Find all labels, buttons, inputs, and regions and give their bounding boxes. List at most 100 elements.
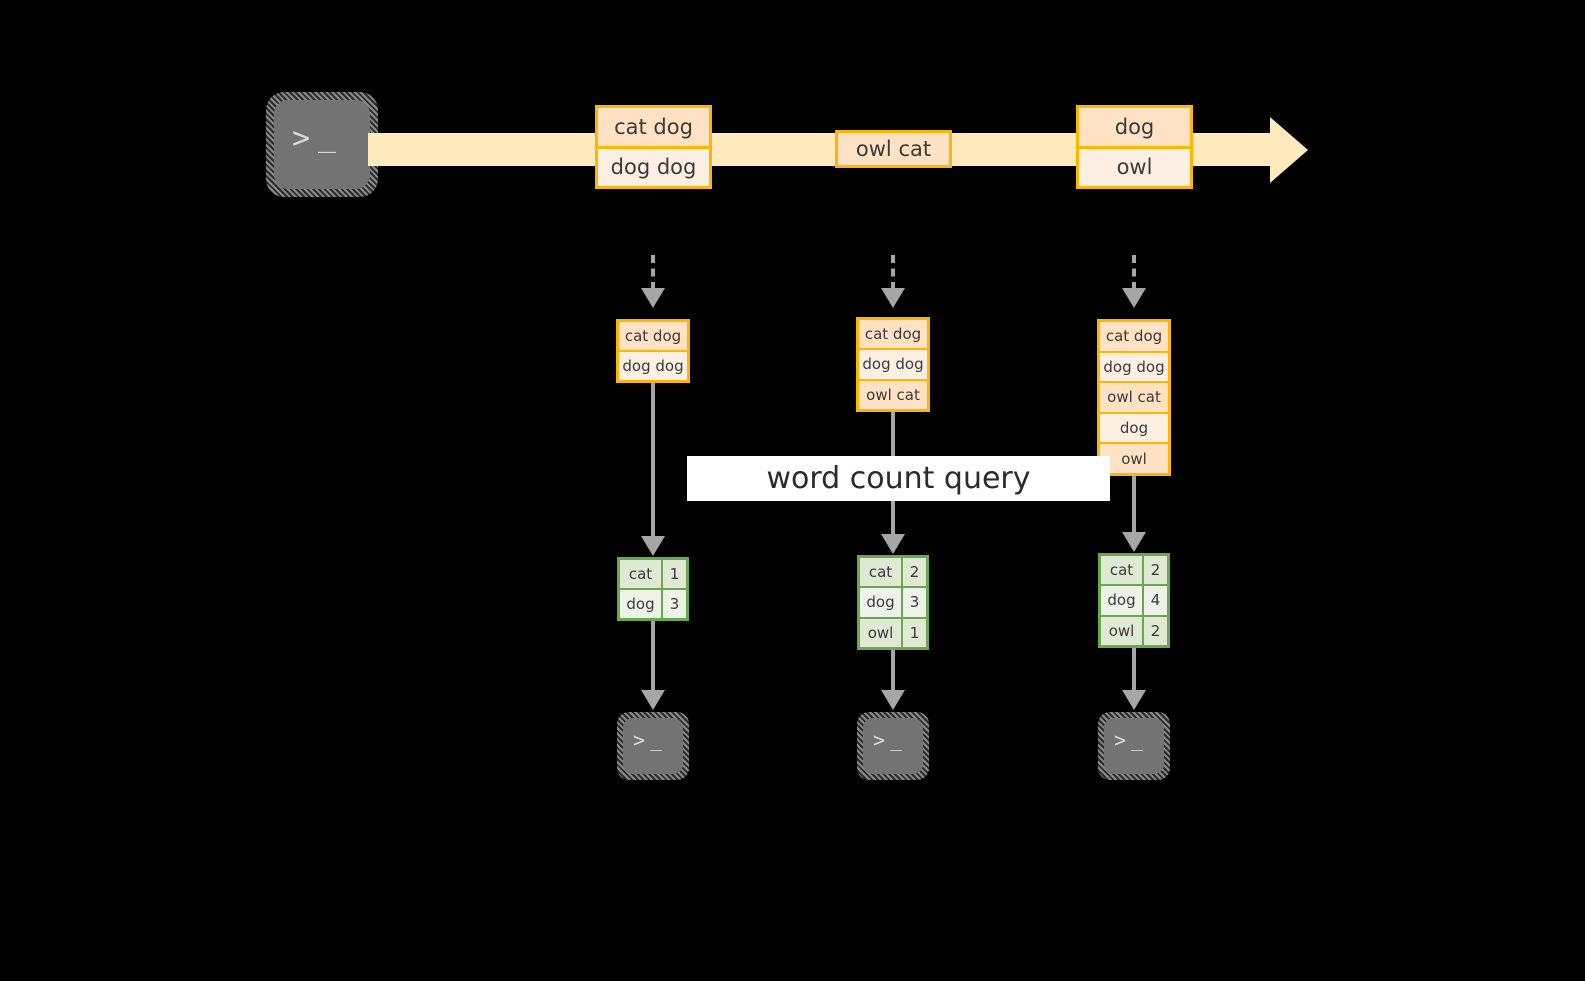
buffer-to-result-arrowhead-icon (881, 534, 905, 554)
query-label-band: word count query (687, 456, 1110, 501)
stream-to-buffer-line-3 (1132, 255, 1136, 290)
result-count: 1 (903, 618, 926, 647)
result-to-sink-arrowhead-icon (1122, 690, 1146, 710)
stream-message-text: owl (1116, 155, 1153, 180)
buffer-table-3[interactable]: cat dog dog dog owl cat dog owl (1097, 319, 1171, 476)
stream-to-buffer-arrowhead-icon (881, 288, 905, 308)
result-word: dog (620, 590, 663, 618)
terminal-cursor-glyph: _ (650, 727, 663, 751)
buffer-row: cat dog (619, 322, 687, 352)
result-word-text: cat (1109, 561, 1134, 580)
query-label-text: word count query (766, 461, 1031, 496)
buffer-to-result-line-1 (651, 383, 655, 538)
stream-arrowhead-icon (1270, 117, 1308, 183)
buffer-row: owl (1100, 444, 1168, 473)
result-count-text: 1 (909, 623, 920, 642)
buffer-to-result-line-3 (1132, 476, 1136, 534)
result-word: cat (860, 558, 903, 587)
result-count-text: 4 (1150, 591, 1161, 610)
result-count: 1 (663, 560, 686, 588)
result-count: 4 (1144, 586, 1167, 615)
stream-message: cat dog (598, 108, 709, 149)
table-row: owl 2 (1101, 616, 1167, 645)
result-word-text: owl (1108, 621, 1135, 640)
terminal-cursor-glyph: _ (318, 119, 337, 154)
buffer-row-text: cat dog (1105, 327, 1163, 346)
buffer-row-text: dog dog (862, 355, 924, 374)
result-word-text: dog (866, 593, 895, 612)
terminal-prompt-glyph: > (873, 728, 886, 752)
buffer-row-text: owl cat (866, 385, 920, 404)
terminal-prompt-glyph: > (1114, 728, 1127, 752)
result-table-2[interactable]: cat 2 dog 3 owl 1 (857, 555, 929, 650)
buffer-row: cat dog (1100, 322, 1168, 353)
buffer-to-result-arrowhead-icon (1122, 532, 1146, 552)
sink-terminal-icon-2[interactable]: > _ (857, 712, 929, 780)
buffer-row-text: dog dog (1103, 357, 1165, 376)
buffer-row: cat dog (859, 320, 927, 351)
result-table-1[interactable]: cat 1 dog 3 (617, 557, 689, 621)
result-word-text: dog (626, 595, 655, 613)
table-row: dog 3 (620, 590, 686, 618)
result-to-sink-arrowhead-icon (881, 690, 905, 710)
buffer-row: owl cat (1100, 383, 1168, 414)
terminal-cursor-glyph: _ (890, 727, 903, 751)
result-word: dog (1101, 586, 1144, 615)
terminal-cursor-glyph: _ (1131, 727, 1144, 751)
sink-terminal-icon-3[interactable]: > _ (1098, 712, 1170, 780)
result-count-text: 3 (669, 595, 680, 613)
buffer-table-1[interactable]: cat dog dog dog (616, 319, 690, 383)
buffer-row-text: dog dog (622, 357, 684, 375)
buffer-row: dog dog (619, 352, 687, 380)
result-to-sink-line-1 (651, 621, 655, 693)
result-word-text: cat (868, 563, 893, 582)
stream-group-1[interactable]: cat dog dog dog (595, 105, 712, 189)
result-word: dog (860, 588, 903, 617)
source-terminal-icon[interactable]: > _ (266, 92, 378, 197)
result-table-3[interactable]: cat 2 dog 4 owl 2 (1098, 553, 1170, 648)
table-row: cat 2 (860, 558, 926, 589)
buffer-row: dog (1100, 413, 1168, 445)
stream-to-buffer-line-2 (891, 255, 895, 290)
buffer-to-result-arrowhead-icon (641, 536, 665, 556)
stream-to-buffer-line-1 (651, 255, 655, 290)
result-count: 2 (1144, 556, 1167, 585)
stream-to-buffer-arrowhead-icon (641, 288, 665, 308)
stream-group-2[interactable]: owl cat (835, 130, 952, 168)
terminal-prompt-glyph: > (292, 121, 311, 156)
buffer-row-text: cat dog (864, 325, 922, 344)
buffer-table-2[interactable]: cat dog dog dog owl cat (856, 317, 930, 412)
stream-message-text: owl cat (855, 137, 932, 161)
stream-to-buffer-arrowhead-icon (1122, 288, 1146, 308)
buffer-row: owl cat (859, 380, 927, 409)
stream-group-3[interactable]: dog owl (1076, 105, 1193, 189)
sink-terminal-icon-1[interactable]: > _ (617, 712, 689, 780)
buffer-row: dog dog (859, 350, 927, 381)
stream-message-text: dog dog (610, 155, 697, 180)
result-word-text: cat (628, 565, 653, 583)
stream-message: owl cat (838, 133, 949, 165)
buffer-row-text: owl (1121, 449, 1147, 468)
result-count-text: 1 (669, 565, 680, 583)
stream-message-text: cat dog (614, 114, 693, 139)
result-count: 3 (903, 588, 926, 617)
table-row: cat 1 (620, 560, 686, 590)
buffer-row: dog dog (1100, 352, 1168, 384)
buffer-row-text: cat dog (624, 327, 682, 345)
result-count-text: 3 (909, 593, 920, 612)
result-count-text: 2 (909, 563, 920, 582)
table-row: owl 1 (860, 618, 926, 647)
result-to-sink-arrowhead-icon (641, 690, 665, 710)
result-word-text: dog (1107, 591, 1136, 610)
stream-message: owl (1079, 148, 1190, 186)
result-count-text: 2 (1150, 621, 1161, 640)
table-row: dog 3 (860, 588, 926, 619)
terminal-prompt-glyph: > (633, 728, 646, 752)
result-count: 3 (663, 590, 686, 618)
result-word: cat (1101, 556, 1144, 585)
result-to-sink-line-2 (891, 650, 895, 693)
result-word-text: owl (867, 623, 894, 642)
buffer-row-text: dog (1119, 419, 1149, 438)
stream-message: dog (1079, 108, 1190, 149)
